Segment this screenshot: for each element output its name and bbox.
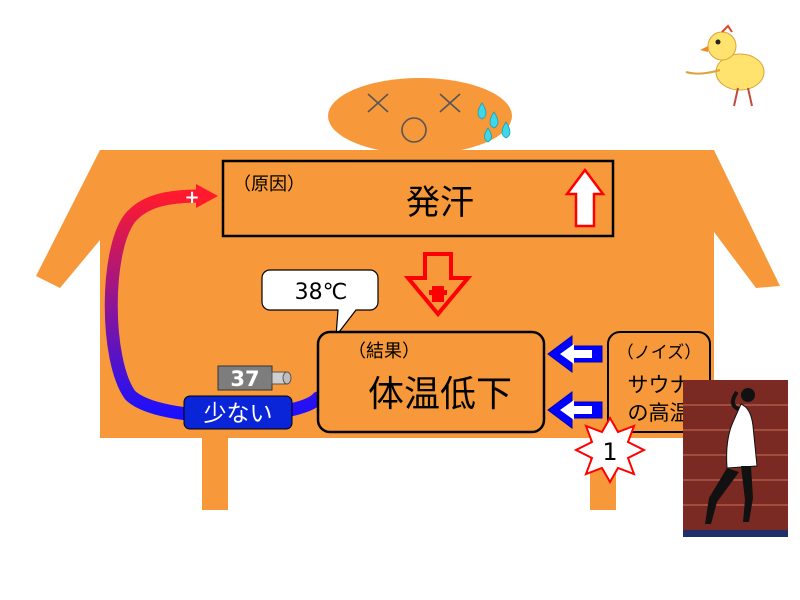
- sweat-drops-icon: [477, 102, 511, 143]
- result-box: （結果） 体温低下: [316, 330, 546, 434]
- result-label: （結果）: [348, 341, 420, 362]
- left-leg: [202, 438, 228, 510]
- plus-sign-icon: +: [184, 187, 199, 208]
- loop-arrowhead: [196, 184, 218, 208]
- bubble-temperature: 38℃: [295, 280, 348, 305]
- sauna-person-icon: [683, 380, 788, 537]
- burst-text: 1: [602, 438, 617, 466]
- left-arrow-icon: [547, 335, 603, 373]
- noise-arrows: [547, 335, 603, 429]
- speech-bubble: 38℃: [261, 269, 379, 338]
- thermometer-reading: 37: [230, 367, 259, 391]
- cause-title: 発汗: [406, 183, 474, 223]
- up-arrow-icon: [564, 167, 606, 228]
- left-arrow-icon: [547, 391, 603, 429]
- result-title: 体温低下: [368, 374, 512, 415]
- badge-text: 少ない: [204, 401, 273, 427]
- dizzy-face-icon: [367, 93, 461, 143]
- down-arrow-icon: [403, 252, 473, 318]
- cause-label: （原因）: [233, 174, 305, 195]
- cause-box: （原因） 発汗: [221, 159, 615, 238]
- thermometer-icon: 37: [217, 365, 292, 391]
- noise-label: （ノイズ）: [617, 343, 702, 363]
- body-figure: [36, 78, 780, 510]
- noise-line-2: の高温: [628, 401, 691, 425]
- chick-icon: [685, 24, 765, 107]
- head: [328, 78, 512, 154]
- status-badge: 少ない: [183, 395, 293, 430]
- burst-badge: 1: [573, 415, 647, 485]
- noise-line-1: サウナ: [628, 373, 691, 397]
